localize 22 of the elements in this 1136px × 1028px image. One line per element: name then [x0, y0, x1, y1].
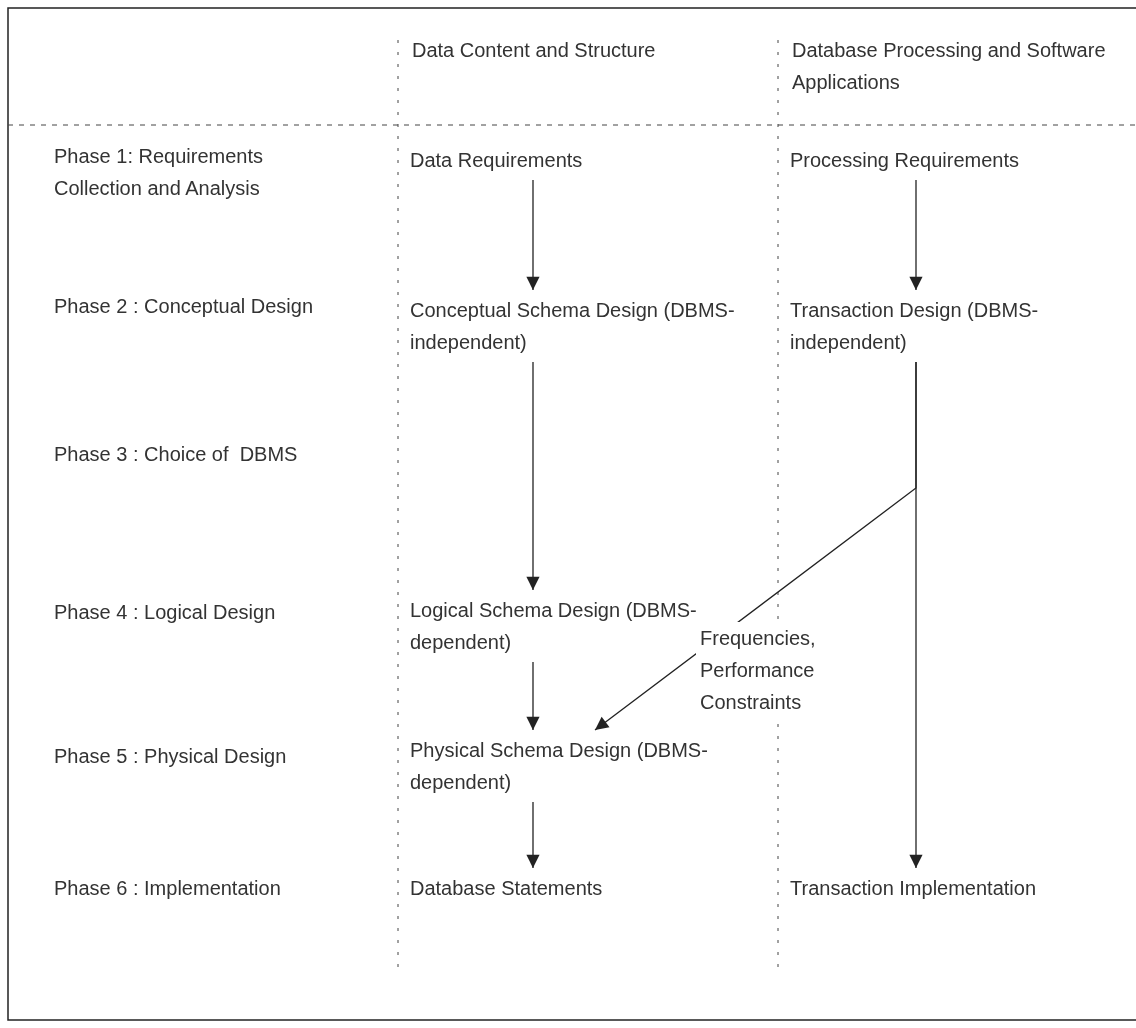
phase-label: Phase 4 : Logical Design — [54, 600, 277, 625]
arrow — [909, 179, 923, 291]
step-text: Logical Schema Design (DBMS-dependent) — [410, 598, 698, 655]
phase-label: Phase 6 : Implementation — [54, 876, 282, 901]
step-text: Database Statements — [410, 876, 604, 901]
step-text: Conceptual Schema Design (DBMS-independent) — [410, 298, 736, 355]
arrow — [526, 661, 540, 731]
step-text: Processing Requirements — [790, 148, 1020, 173]
arrow — [594, 361, 917, 731]
column-heading: Data Content and Structure — [412, 38, 657, 63]
step-text: Physical Schema Design (DBMS-dependent) — [410, 738, 709, 795]
phase-label: Phase 1: Requirements Collection and Analysis — [54, 144, 264, 201]
arrow — [526, 179, 540, 291]
step-text: Transaction Design (DBMS-independent) — [790, 298, 1040, 355]
step-text: Transaction Implementation — [790, 876, 1038, 901]
arrow — [526, 801, 540, 869]
phase-label: Phase 3 : Choice of DBMS — [54, 442, 299, 467]
phase-label: Phase 5 : Physical Design — [54, 744, 288, 769]
arrow — [526, 361, 540, 591]
step-text: Data Requirements — [410, 148, 584, 173]
phase-label: Phase 2 : Conceptual Design — [54, 294, 315, 319]
column-heading: Database Processing and Software Applications — [792, 38, 1107, 95]
